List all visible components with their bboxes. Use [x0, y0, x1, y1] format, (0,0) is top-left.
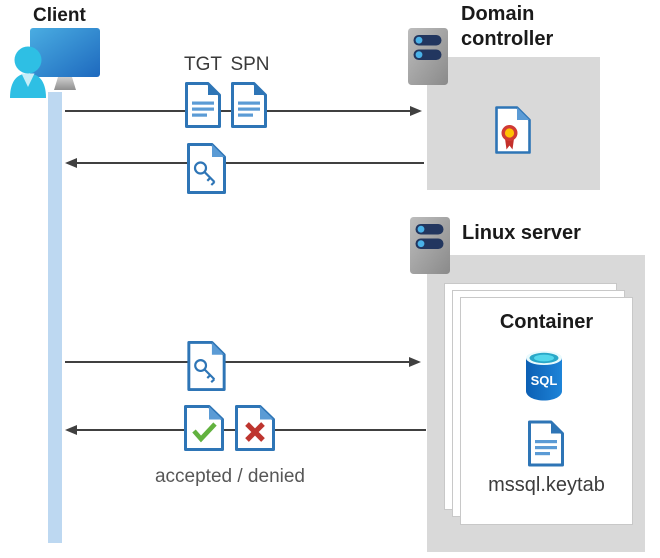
arrow-ticket-returned-head [65, 158, 77, 168]
keytab-label: mssql.keytab [488, 474, 605, 496]
container-card-front [460, 297, 633, 525]
domain-controller-label: Domain controller [461, 3, 554, 50]
person-icon [10, 46, 46, 98]
arrow-ticket-returned [76, 162, 424, 164]
client-icon [8, 26, 103, 98]
linux-server-icon [410, 217, 450, 274]
client-label: Client [33, 5, 86, 26]
ticket-key-document-icon [186, 142, 227, 195]
x-icon [245, 422, 265, 442]
certificate-icon [494, 105, 532, 155]
arrow-result-head [65, 425, 77, 435]
container-title: Container [499, 311, 594, 333]
spn-document-icon [230, 81, 268, 129]
client-lifeline [48, 92, 62, 543]
arrow-request-tickets-head [410, 106, 422, 116]
accepted-document-icon [183, 404, 225, 452]
denied-document-icon [234, 404, 276, 452]
linux-server-label: Linux server [462, 222, 581, 244]
arrow-present-ticket [65, 361, 410, 363]
monitor-icon [30, 28, 100, 90]
accepted-denied-label: accepted / denied [154, 466, 305, 487]
tgt-document-icon [184, 81, 222, 129]
sql-database-icon: SQL [524, 349, 564, 401]
spn-label: SPN [230, 54, 270, 75]
arrow-present-ticket-head [409, 357, 421, 367]
check-icon [192, 422, 217, 443]
service-ticket-key-document-icon [186, 340, 227, 392]
keytab-file-icon [527, 419, 565, 468]
sql-badge-text: SQL [531, 373, 558, 388]
domain-controller-server-icon [408, 28, 448, 85]
tgt-label: TGT [184, 54, 222, 75]
